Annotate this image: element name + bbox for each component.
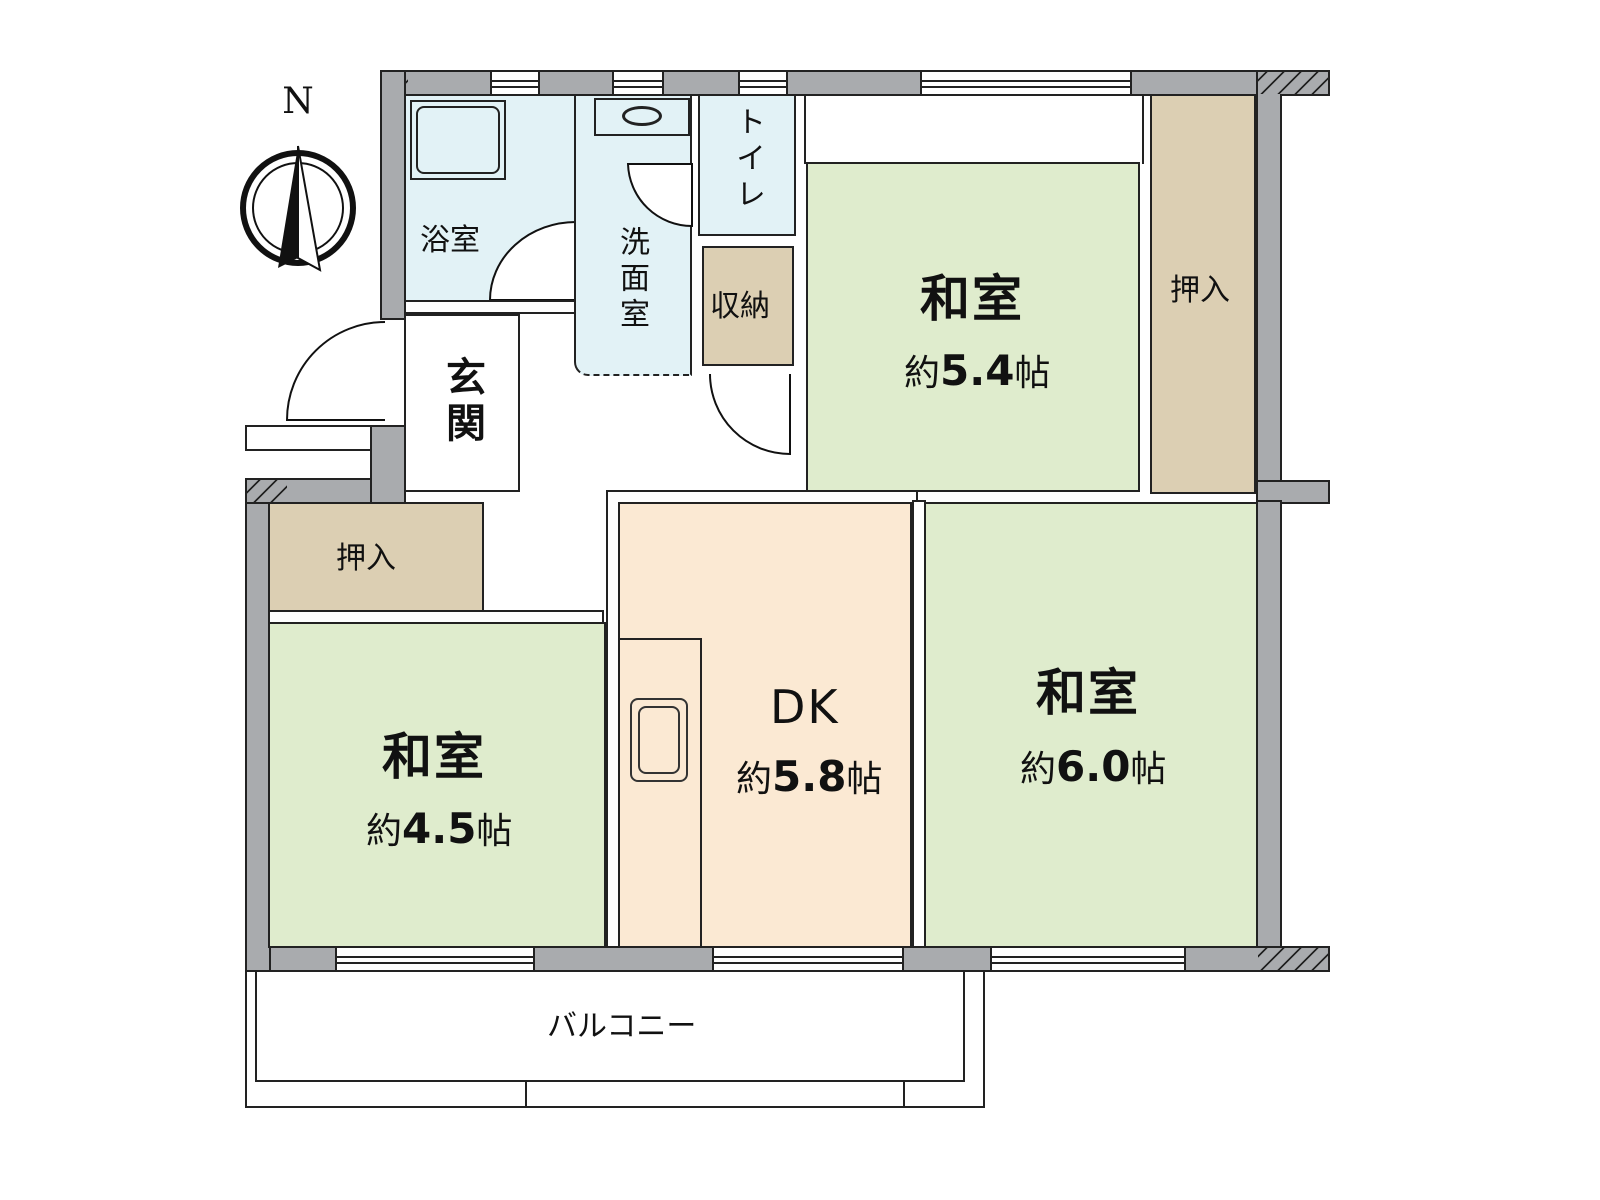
- label-closet-w: 押入: [336, 541, 396, 576]
- wall-west-upper: [380, 70, 406, 320]
- kitchen-sink-icon: [630, 698, 688, 782]
- room-entrance: 玄関: [404, 314, 520, 492]
- wall-east-lower: [1256, 500, 1282, 970]
- kitchen-counter: [620, 638, 702, 948]
- label-balcony: バルコニー: [547, 1009, 697, 1044]
- room-washitsu-e: 和室 約6.0帖: [924, 502, 1258, 948]
- north-label: N: [282, 81, 314, 122]
- label-closet-ne: 押入: [1170, 273, 1230, 308]
- entrance-door-swing: [285, 321, 386, 421]
- wall-hatch-se: [1258, 948, 1328, 970]
- alcove-ne: [804, 94, 1144, 164]
- balcony-divider-1: [525, 1082, 527, 1108]
- window-bath: [490, 70, 540, 96]
- wall-hatch-sw: [247, 480, 287, 502]
- label-entrance: 玄関: [439, 356, 485, 448]
- room-toilet: トイレ: [698, 94, 796, 236]
- storage-door-swing: [709, 373, 791, 456]
- area-washitsu-ne: 約5.4帖: [904, 346, 1051, 395]
- room-washroom: 洗面室: [574, 94, 693, 376]
- room-storage: 収納: [702, 246, 794, 366]
- area-dk: 約5.8帖: [736, 752, 883, 801]
- room-washitsu-w: 和室 約4.5帖: [268, 622, 606, 948]
- label-washitsu-e: 和室: [1036, 664, 1140, 722]
- window-toilet: [738, 70, 788, 96]
- north-arrow-icon: [240, 145, 356, 272]
- label-washitsu-ne: 和室: [920, 270, 1024, 328]
- room-dk: DK 約5.8帖: [618, 502, 912, 948]
- compass: N: [238, 80, 358, 280]
- label-washitsu-w: 和室: [382, 728, 486, 786]
- bathtub-icon: [410, 100, 506, 180]
- wall-hatch-ne: [1258, 72, 1328, 94]
- window-dk: [712, 946, 904, 972]
- room-bath: 浴室: [404, 94, 577, 304]
- wall-east-upper: [1256, 70, 1282, 505]
- bath-door-swing: [488, 221, 577, 301]
- room-closet-w: 押入: [268, 502, 484, 612]
- porch-ledge: [245, 425, 375, 451]
- label-storage: 収納: [710, 289, 770, 324]
- label-bath: 浴室: [420, 223, 480, 258]
- label-toilet: トイレ: [730, 106, 765, 214]
- window-washitsu-e: [990, 946, 1186, 972]
- label-washroom: 洗面室: [614, 226, 649, 334]
- bath-threshold: [404, 300, 584, 314]
- area-washitsu-w: 約4.5帖: [366, 804, 513, 853]
- balcony-divider-2: [903, 1082, 905, 1108]
- sink-icon: [594, 98, 690, 136]
- window-washitsu-w: [335, 946, 535, 972]
- room-washitsu-ne: 和室 約5.4帖: [806, 162, 1140, 492]
- washroom-door-swing: [626, 163, 693, 228]
- area-washitsu-e: 約6.0帖: [1020, 742, 1167, 791]
- room-closet-ne: 押入: [1150, 94, 1256, 494]
- balcony-outer: [245, 970, 985, 1108]
- porch-wall: [370, 425, 406, 505]
- label-dk: DK: [770, 680, 840, 734]
- window-washitsu-ne: [920, 70, 1132, 96]
- room-balcony: バルコニー: [255, 970, 965, 1082]
- window-washroom: [612, 70, 664, 96]
